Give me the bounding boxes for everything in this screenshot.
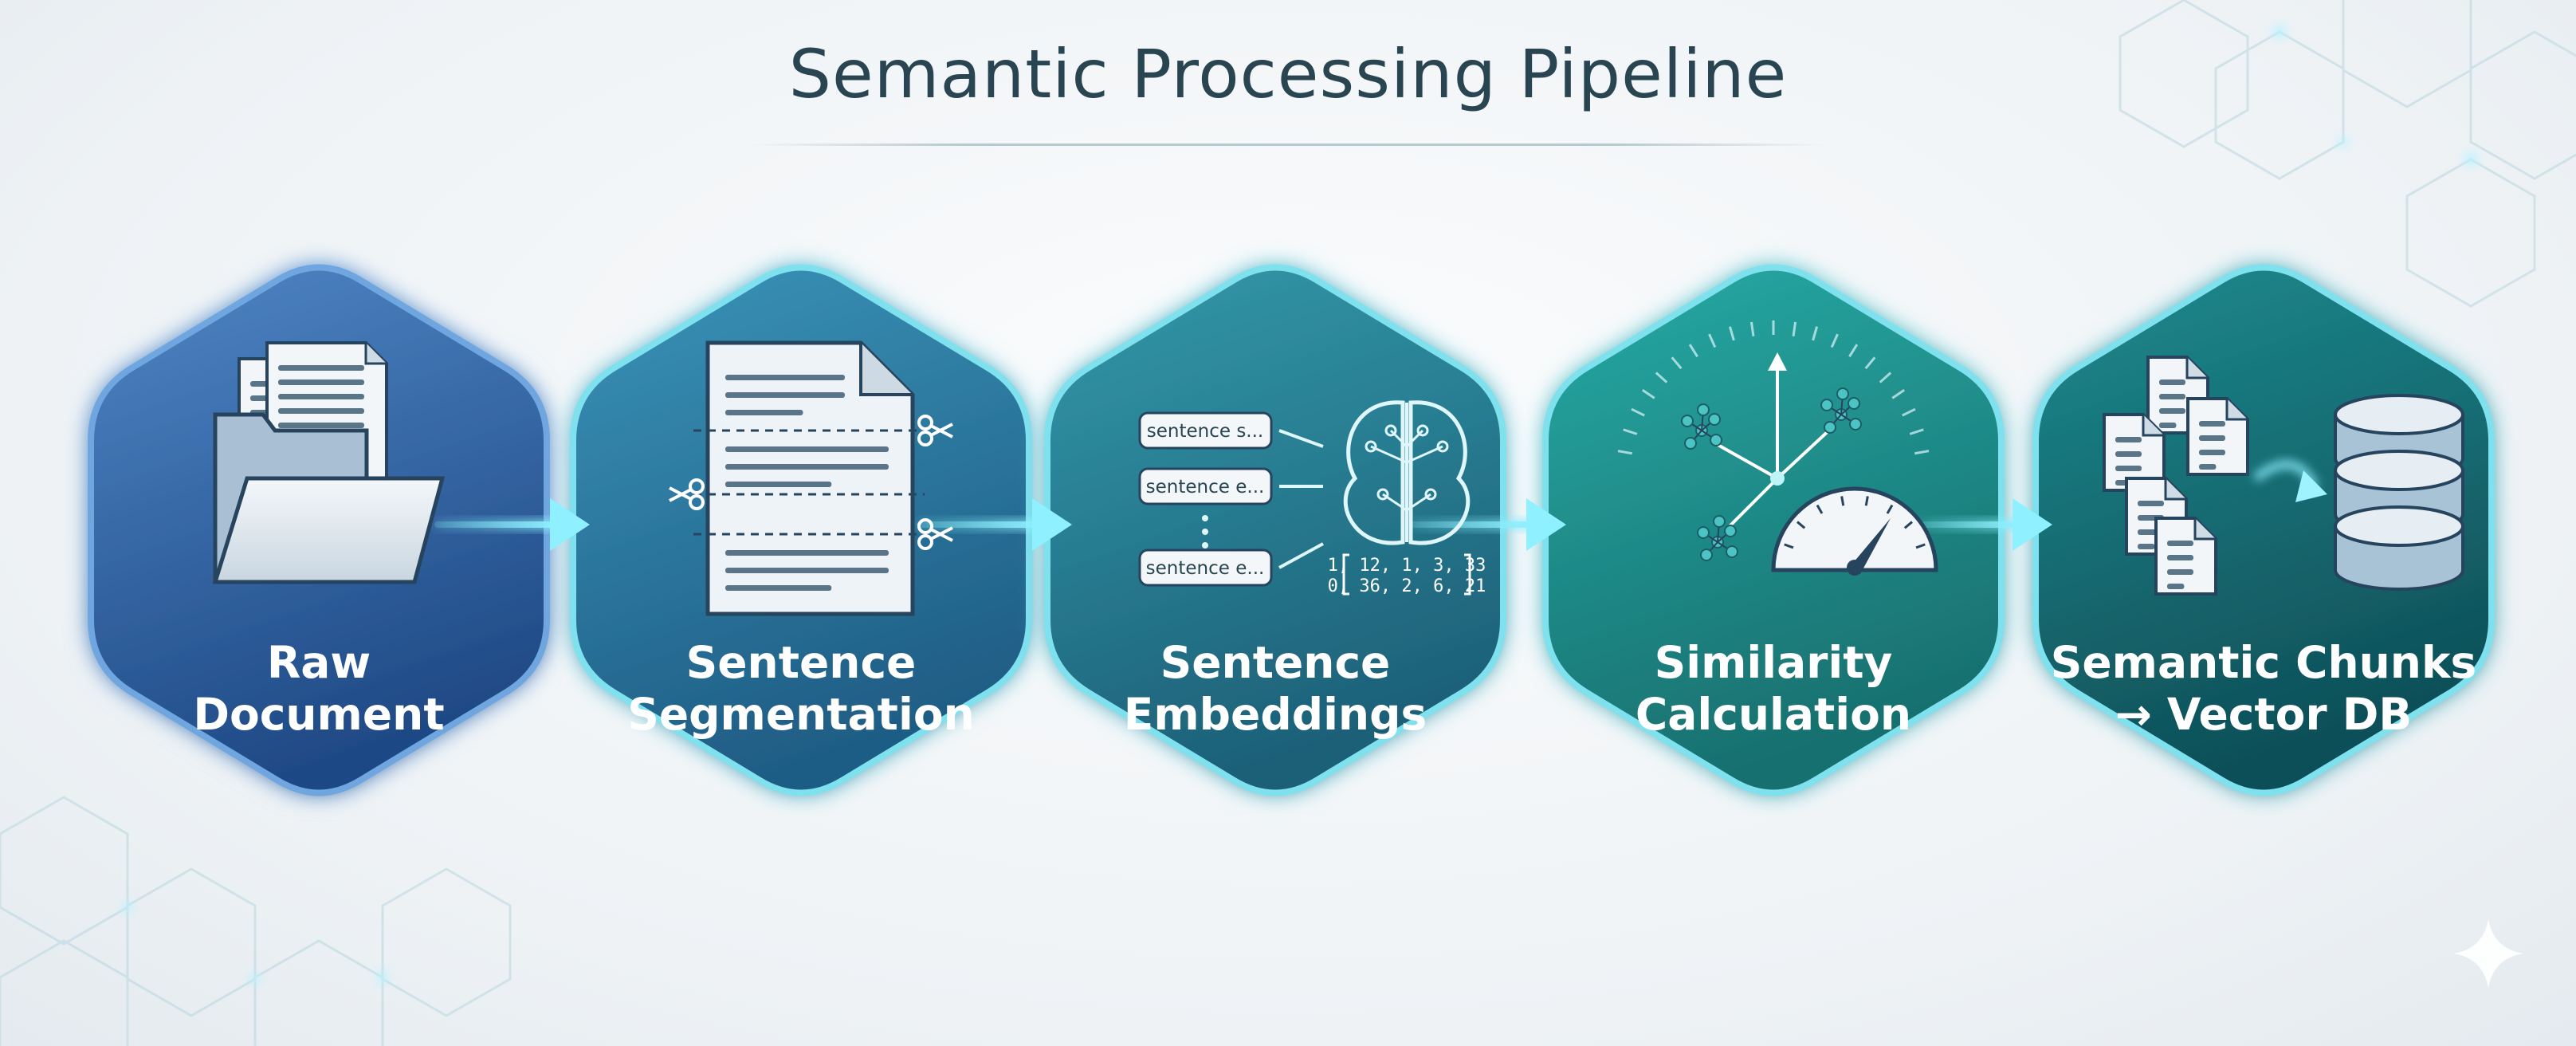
step-4-label-line2: Calculation <box>1636 689 1911 740</box>
step-3-label-line2: Embeddings <box>1124 689 1427 740</box>
sentence-tag-text: sentence e... <box>1146 477 1265 497</box>
scissors-icon <box>669 478 705 510</box>
step-1-label-line2: Document <box>193 689 444 740</box>
step-2-label-line2: Segmentation <box>627 689 975 740</box>
background-glow-dots <box>122 25 2478 985</box>
data-cluster-icon <box>1697 515 1738 561</box>
folder-documents-icon <box>212 341 446 584</box>
brain-icon <box>1343 400 1471 545</box>
flow-arrow-4 <box>1921 498 2052 551</box>
sparkle-icon <box>2453 918 2523 989</box>
flow-arrow-2 <box>917 498 1072 551</box>
database-icon <box>2334 394 2464 591</box>
step-2-label-line1: Sentence <box>686 637 917 688</box>
step-4-label-line1: Similarity <box>1655 637 1893 688</box>
sentence-tag-text: sentence s... <box>1147 421 1263 442</box>
segmented-document-icon <box>669 340 953 616</box>
step-1-label-line1: Raw <box>267 637 371 688</box>
hexagon-step-3 <box>1044 264 1506 796</box>
speedometer-icon <box>1771 486 1938 576</box>
hexagon-step-4 <box>1542 264 2005 796</box>
sentence-tag: sentence e... <box>1138 542 1324 587</box>
step-5-label-line1: Semantic Chunks <box>2051 637 2477 688</box>
title-divider <box>749 144 1827 146</box>
flow-arrow-1 <box>434 498 590 551</box>
flow-arrow-3 <box>1411 498 1566 551</box>
scissors-icon <box>917 518 953 550</box>
sentence-embedding-icon: sentence s... sentence e... sentence e... 1… <box>1138 400 1486 596</box>
similarity-gauge-icon <box>1617 320 1938 576</box>
step-3-label-line1: Sentence <box>1160 637 1391 688</box>
sentence-tag: sentence s... <box>1138 411 1324 450</box>
data-cluster-icon <box>1681 403 1722 450</box>
sentence-tag: sentence e... <box>1138 467 1323 505</box>
sentence-tag-text: sentence e... <box>1146 558 1265 579</box>
chunks-to-database-icon <box>2103 356 2464 596</box>
scissors-icon <box>917 415 953 446</box>
embedding-matrix-row: 0, 36, 2, 6, 21 <box>1328 576 1486 596</box>
embedding-matrix-row: 1, 12, 1, 3, 33 <box>1328 556 1486 576</box>
page-title: Semantic Processing Pipeline <box>788 35 1788 113</box>
data-cluster-icon <box>1820 387 1862 434</box>
step-5-label-line2: → Vector DB <box>2115 689 2413 740</box>
